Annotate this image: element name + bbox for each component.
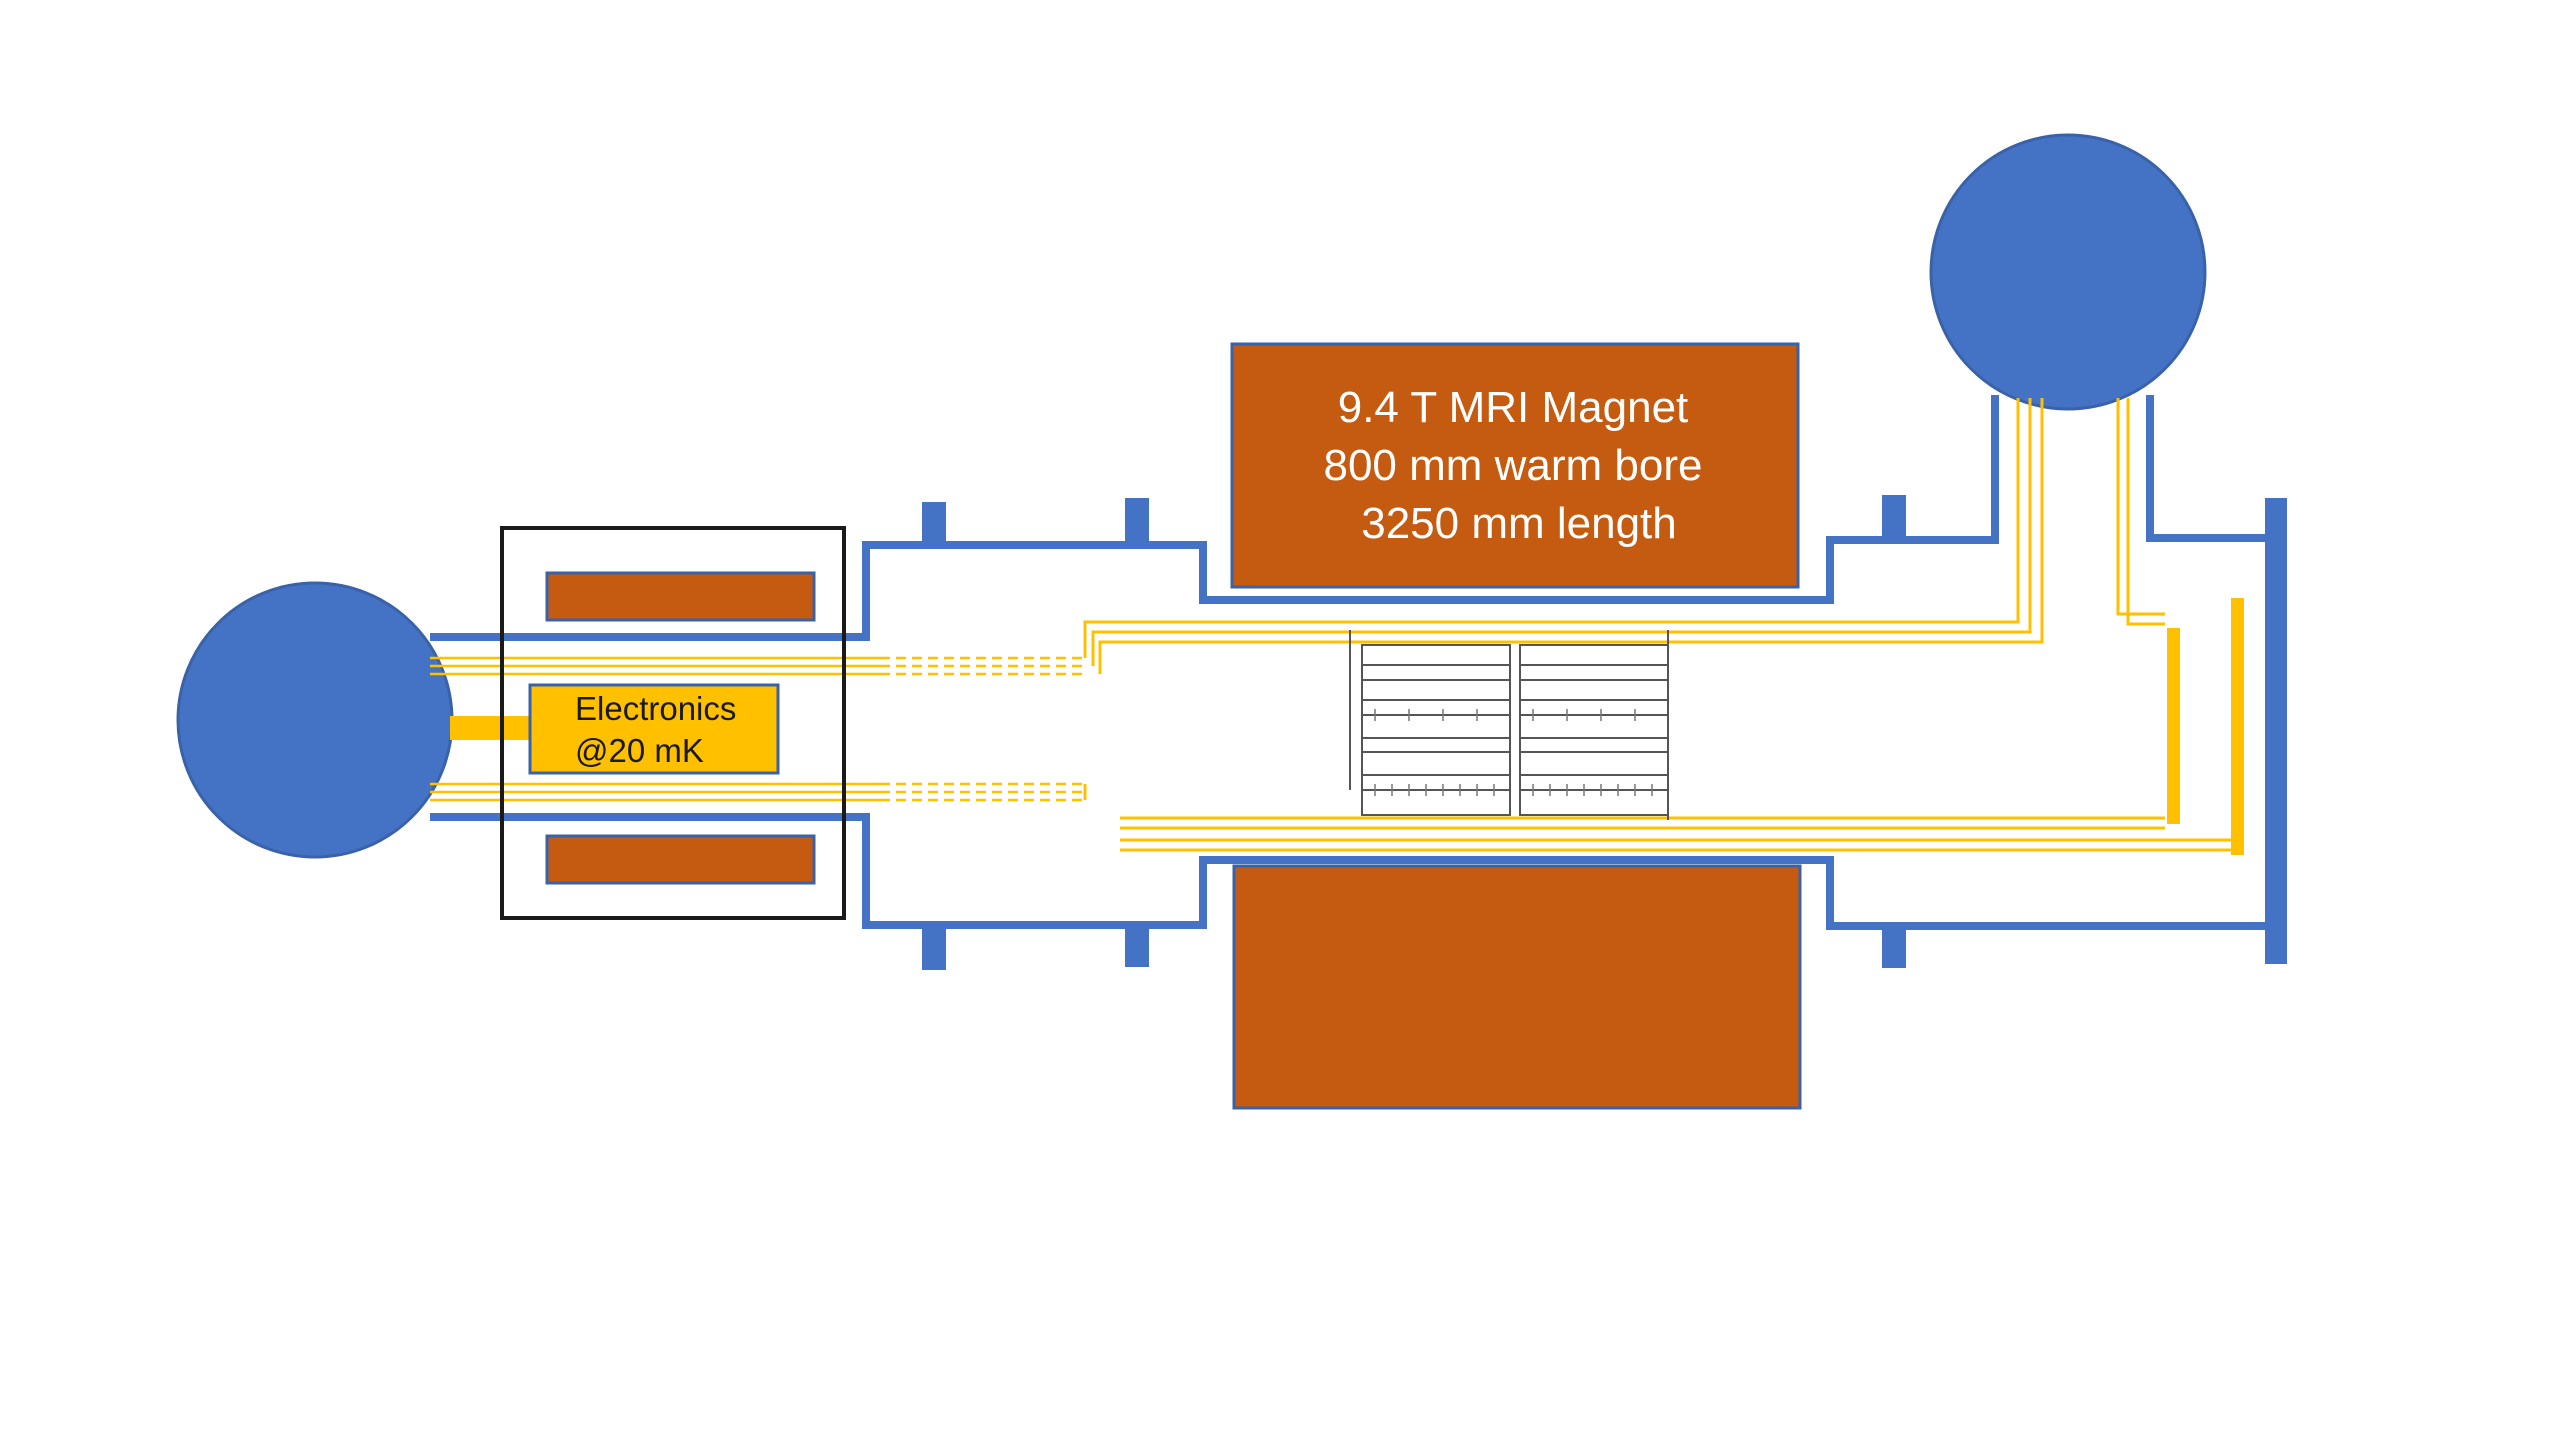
detector-array	[1349, 630, 1669, 820]
left-cryo-tank	[176, 581, 454, 859]
electronics-box	[528, 683, 780, 775]
electronics-enclosure	[500, 526, 846, 920]
left-fiber-lines	[430, 656, 880, 802]
small-coil-top	[545, 571, 816, 622]
gold-end-plate-inner	[2167, 628, 2180, 824]
small-coil-bottom	[545, 834, 816, 885]
bore-flanges-bottom	[922, 925, 1906, 970]
bore-flanges-top	[922, 495, 1906, 546]
left-fiber-dashed	[880, 656, 1085, 802]
bore-end-cap	[2265, 498, 2287, 964]
bore-fiber-lines	[1083, 398, 2240, 852]
mri-magnet-top	[1230, 342, 1800, 589]
mri-magnet-bottom	[1232, 864, 1802, 1110]
magnet-label-line3: 3250 mm length	[1361, 499, 1677, 548]
magnet-label-line2: 800 mm warm bore	[1323, 441, 1702, 490]
electronics-label-line1: Electronics	[575, 690, 736, 727]
magnet-label-line1: 9.4 T MRI Magnet	[1338, 383, 1689, 432]
electronics-label-line2: @20 mK	[575, 732, 704, 769]
gold-end-plate-outer	[2231, 598, 2244, 855]
electronics-connector	[450, 716, 530, 740]
right-cryo-tank	[1929, 133, 2207, 411]
